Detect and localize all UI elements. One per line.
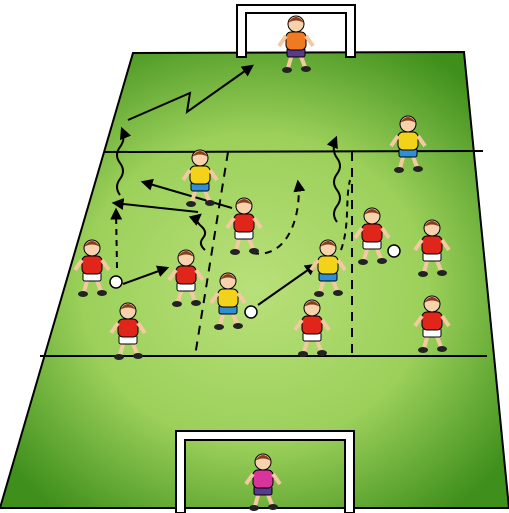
ball <box>388 245 400 257</box>
ball <box>110 276 122 288</box>
upper-zone-line <box>104 151 483 152</box>
ball <box>245 306 257 318</box>
